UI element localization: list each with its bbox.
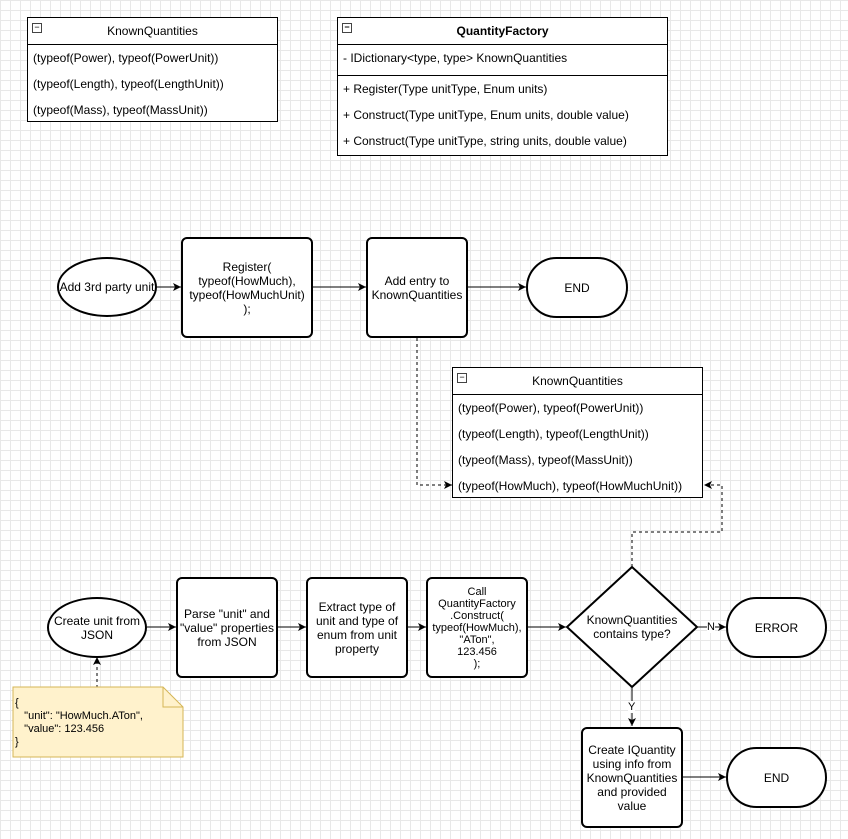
class-row: (typeof(HowMuch), typeof(HowMuchUnit)) xyxy=(458,479,683,493)
end-terminal-bottom[interactable]: END xyxy=(726,747,827,808)
yes-label: Y xyxy=(628,701,636,713)
class-method: + Construct(Type unitType, string units,… xyxy=(343,134,627,148)
json-note-text: { "unit": "HowMuch.ATon", "value": 123.4… xyxy=(15,697,143,748)
class-header: − KnownQuantities xyxy=(453,368,702,395)
class-row: (typeof(Mass), typeof(MassUnit)) xyxy=(458,453,633,467)
class-field: - IDictionary<type, type> KnownQuantitie… xyxy=(343,51,568,65)
start-create-unit-from-json[interactable]: Create unit from JSON xyxy=(47,597,147,658)
class-title: KnownQuantities xyxy=(107,24,198,38)
class-title: KnownQuantities xyxy=(532,374,623,388)
no-label: N xyxy=(707,621,715,633)
quantity-factory-class[interactable]: − QuantityFactory - IDictionary<type, ty… xyxy=(337,17,668,156)
class-row: (typeof(Mass), typeof(MassUnit)) xyxy=(33,103,208,117)
error-terminal[interactable]: ERROR xyxy=(726,597,827,658)
class-divider xyxy=(338,75,667,76)
start-add-3rd-party-unit[interactable]: Add 3rd party unit xyxy=(57,257,157,317)
decision-label: KnownQuantities contains type? xyxy=(586,613,678,641)
call-construct-process[interactable]: Call QuantityFactory .Construct( typeof(… xyxy=(426,577,528,678)
known-quantities-class-mid[interactable]: − KnownQuantities (typeof(Power), typeof… xyxy=(452,367,703,498)
class-row: (typeof(Power), typeof(PowerUnit)) xyxy=(458,401,644,415)
create-iquantity-process[interactable]: Create IQuantity using info from KnownQu… xyxy=(581,727,683,828)
json-note-fold xyxy=(162,687,183,708)
class-title: QuantityFactory xyxy=(456,24,549,38)
collapse-icon[interactable]: − xyxy=(342,23,352,33)
collapse-icon[interactable]: − xyxy=(457,373,467,383)
known-quantities-class-top[interactable]: − KnownQuantities (typeof(Power), typeof… xyxy=(27,17,278,122)
class-header: − KnownQuantities xyxy=(28,18,277,45)
end-terminal-top[interactable]: END xyxy=(526,257,628,318)
class-method: + Register(Type unitType, Enum units) xyxy=(343,82,548,96)
class-row: (typeof(Length), typeof(LengthUnit)) xyxy=(33,77,224,91)
edge-add-entry-to-known-quantities xyxy=(416,338,452,489)
collapse-icon[interactable]: − xyxy=(32,23,42,33)
json-note-shape[interactable] xyxy=(12,686,184,758)
class-header: − QuantityFactory xyxy=(338,18,667,45)
add-entry-process[interactable]: Add entry to KnownQuantities xyxy=(366,237,468,338)
class-row: (typeof(Power), typeof(PowerUnit)) xyxy=(33,51,219,65)
class-method: + Construct(Type unitType, Enum units, d… xyxy=(343,108,629,122)
class-row: (typeof(Length), typeof(LengthUnit)) xyxy=(458,427,649,441)
parse-process[interactable]: Parse "unit" and "value" properties from… xyxy=(176,577,278,678)
register-process[interactable]: Register( typeof(HowMuch), typeof(HowMuc… xyxy=(181,237,313,338)
extract-process[interactable]: Extract type of unit and type of enum fr… xyxy=(306,577,408,678)
decision-diamond[interactable] xyxy=(565,565,699,689)
